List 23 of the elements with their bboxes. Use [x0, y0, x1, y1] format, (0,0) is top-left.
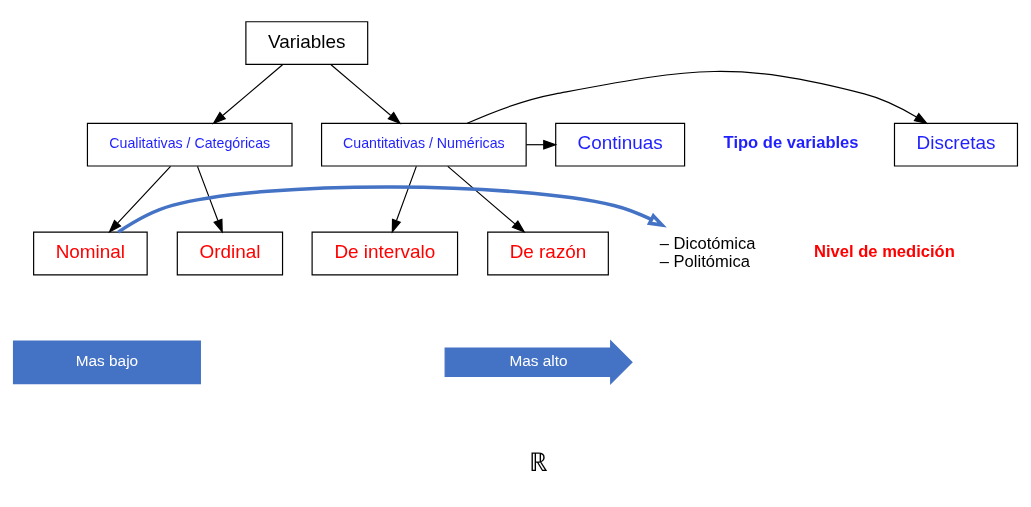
node-box: Continuas [555, 122, 686, 167]
arrow [108, 165, 172, 234]
label: Mas bajo [75, 352, 139, 370]
node-box: Nominal [33, 231, 148, 276]
node-box: Cualitativas / Categóricas [86, 122, 293, 167]
label: Nivel de medición [814, 241, 955, 261]
node-box: Cuantitativas / Numéricas [321, 122, 527, 167]
arrow [466, 70, 929, 125]
node-box: De razón [487, 231, 609, 276]
arrow [117, 185, 667, 234]
node-text: – Dicotómica – Politómica [659, 234, 756, 271]
arrow [391, 165, 417, 234]
arrow [330, 64, 402, 125]
arrow [447, 165, 526, 234]
node-box: Discretas [893, 122, 1019, 167]
arrow [196, 165, 223, 234]
arrow [212, 64, 284, 125]
label: Mas alto [509, 352, 568, 370]
node-box: Variables [245, 21, 369, 65]
node-box: Ordinal [176, 231, 284, 276]
label: Tipo de variables [723, 132, 859, 152]
label: ℝ [529, 446, 549, 477]
node-box: De intervalo [311, 231, 459, 276]
